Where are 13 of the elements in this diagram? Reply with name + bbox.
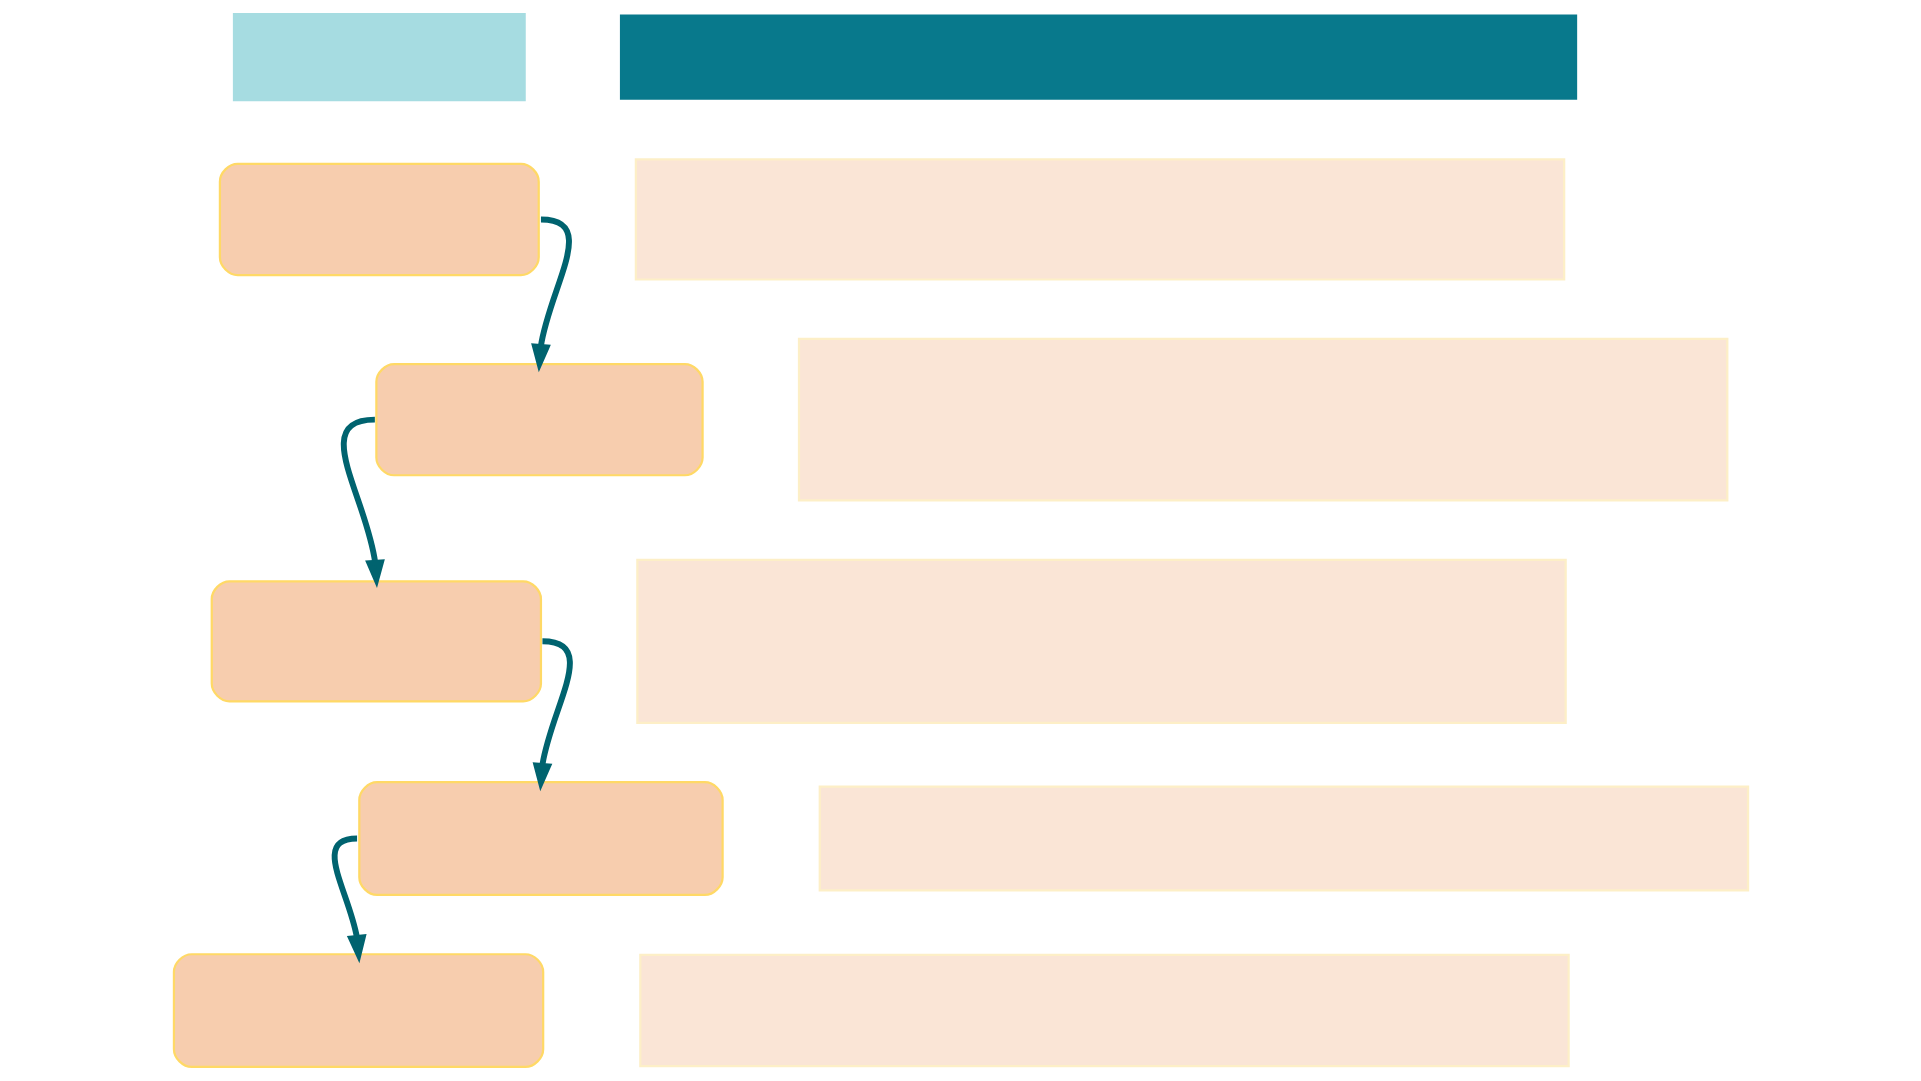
node-box — [218, 162, 540, 277]
node-box — [210, 580, 542, 703]
node-bar — [638, 953, 1570, 1068]
node-box — [357, 781, 724, 897]
node-bar — [635, 558, 1567, 724]
node-bar — [797, 337, 1728, 502]
arrow — [331, 835, 367, 964]
node-bar — [232, 12, 526, 102]
node-bar — [818, 785, 1749, 892]
node-box — [172, 953, 544, 1069]
node-bar — [634, 158, 1565, 281]
node-box — [374, 362, 704, 477]
node-bar — [619, 14, 1577, 100]
